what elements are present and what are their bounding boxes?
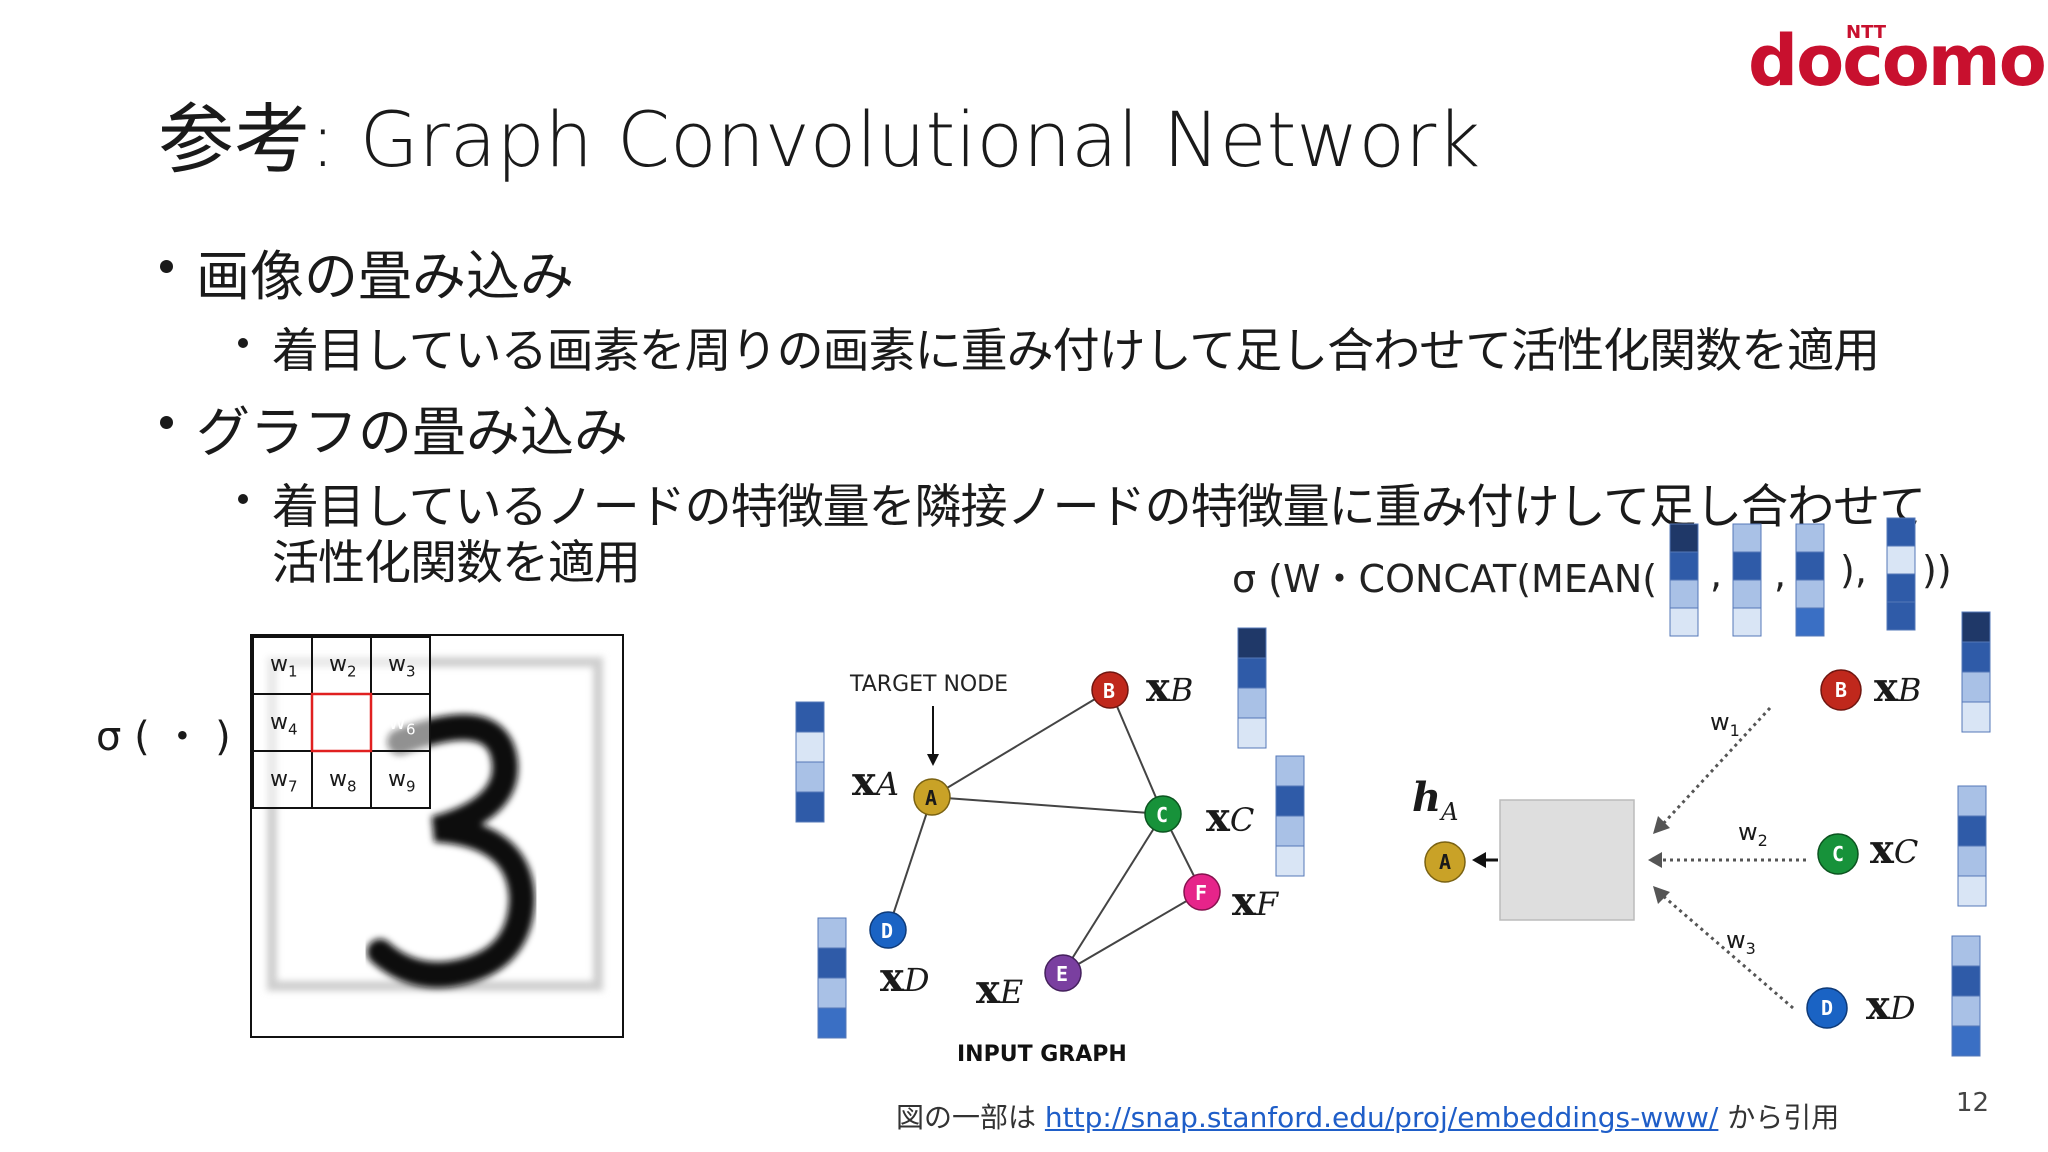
agg-node-C [1817,833,1859,875]
caption-suffix: から引用 [1718,1101,1840,1134]
target-arrowhead [927,754,939,766]
weight-w1: w1 [1710,708,1740,740]
aggregation-figure [1424,611,1991,1057]
image-convolution-figure [250,634,624,1038]
agg-xB-label: xB [1874,664,1922,711]
xB-label: xB [1146,664,1194,711]
bullet-image-convolution: 画像の畳み込み [196,245,574,308]
agg-xC-label: xC [1870,826,1919,873]
kernel-w5: w5 [329,710,357,739]
kernel-w9: w9 [388,767,416,796]
node-E-label: E [1056,962,1069,986]
formula-vector-1 [1669,523,1699,637]
xE-label: xE [976,966,1024,1013]
formula-comma-2: , [1774,552,1787,596]
kernel-w1: w1 [270,652,298,681]
vector-B [1237,627,1267,749]
caption-prefix: 図の一部は [896,1101,1045,1134]
bullet-dot [160,416,173,429]
input-graph-label: INPUT GRAPH [957,1042,1127,1067]
kernel-w8: w8 [329,767,357,796]
bullet-dot [238,494,248,504]
vector-D [817,917,847,1039]
agg-xD-label: xD [1866,982,1916,1029]
kernel-w2: w2 [329,652,357,681]
node-C-label: C [1156,803,1169,827]
agg-vector-D [1951,935,1981,1057]
node-C [1144,795,1182,833]
vector-A [795,701,825,823]
input-graph-figure [780,620,1340,1080]
bullet-graph-convolution-detail-1: 着目しているノードの特徴量を隣接ノードの特徴量に重み付けして足し合わせて [272,480,1926,535]
page-number: 12 [1956,1088,1990,1118]
formula-vector-4 [1886,517,1916,631]
agg-node-D [1806,987,1848,1029]
agg-node-A [1424,841,1466,883]
formula-vector-3 [1795,523,1825,637]
xF-label: xF [1232,878,1279,925]
formula-vector-2 [1732,523,1762,637]
bullet-graph-convolution-detail-2: 活性化関数を適用 [272,536,641,591]
source-link[interactable]: http://snap.stanford.edu/proj/embeddings… [1044,1101,1719,1134]
node-F [1183,873,1221,911]
xD-label: xD [880,954,930,1001]
sigma-function: σ ( ・ ) [96,714,231,760]
formula-prefix: σ (W・CONCAT(MEAN( [1232,557,1658,601]
agg-node-C-label: C [1832,842,1845,866]
agg-node-A-label: A [1439,850,1452,874]
agg-vector-B [1961,611,1991,733]
message-arrows [1660,706,1806,1010]
weight-w3: w3 [1726,926,1756,958]
agg-node-D-label: D [1821,996,1834,1020]
bullet-graph-convolution: グラフの畳み込み [196,401,628,464]
bullet-dot [160,260,173,273]
slide-title: 参考: Graph Convolutional Network [158,95,1481,184]
logo-text: docomo [1748,20,2047,102]
output-arrowhead [1472,852,1486,868]
bullet-dot [238,338,248,348]
logo-ntt: NTT [1846,22,1887,43]
source-caption: 図の一部は http://snap.stanford.edu/proj/embe… [896,1096,1839,1136]
node-A-label: A [925,786,938,810]
weight-w2: w2 [1738,818,1768,850]
aggregator-box [1499,799,1635,921]
node-E [1044,954,1082,992]
formula-close-2: )) [1922,548,1952,592]
node-F-label: F [1195,881,1208,905]
xA-label: xA [852,758,899,805]
hA-label: hA [1412,774,1459,826]
node-D-label: D [881,919,894,943]
kernel-w6: w6 [388,710,416,739]
node-B [1091,671,1129,709]
kernel-grid [252,636,431,809]
kernel-w4: w4 [270,710,298,739]
node-B-label: B [1103,679,1116,703]
formula-close-1: ), [1840,548,1867,592]
center-pixel-highlight [310,692,373,753]
agg-vector-C [1957,785,1987,907]
vector-C [1275,755,1305,877]
kernel-w3: w3 [388,652,416,681]
kernel-w7: w7 [270,767,298,796]
agg-node-B [1820,669,1862,711]
node-A [913,778,951,816]
formula-comma-1: , [1710,552,1723,596]
xC-label: xC [1206,794,1255,841]
digit-three [367,714,536,988]
node-D [869,911,907,949]
bullet-image-convolution-detail: 着目している画素を周りの画素に重み付けして足し合わせて活性化関数を適用 [272,324,1880,379]
target-node-label: TARGET NODE [850,672,1009,697]
agg-node-B-label: B [1835,678,1848,702]
